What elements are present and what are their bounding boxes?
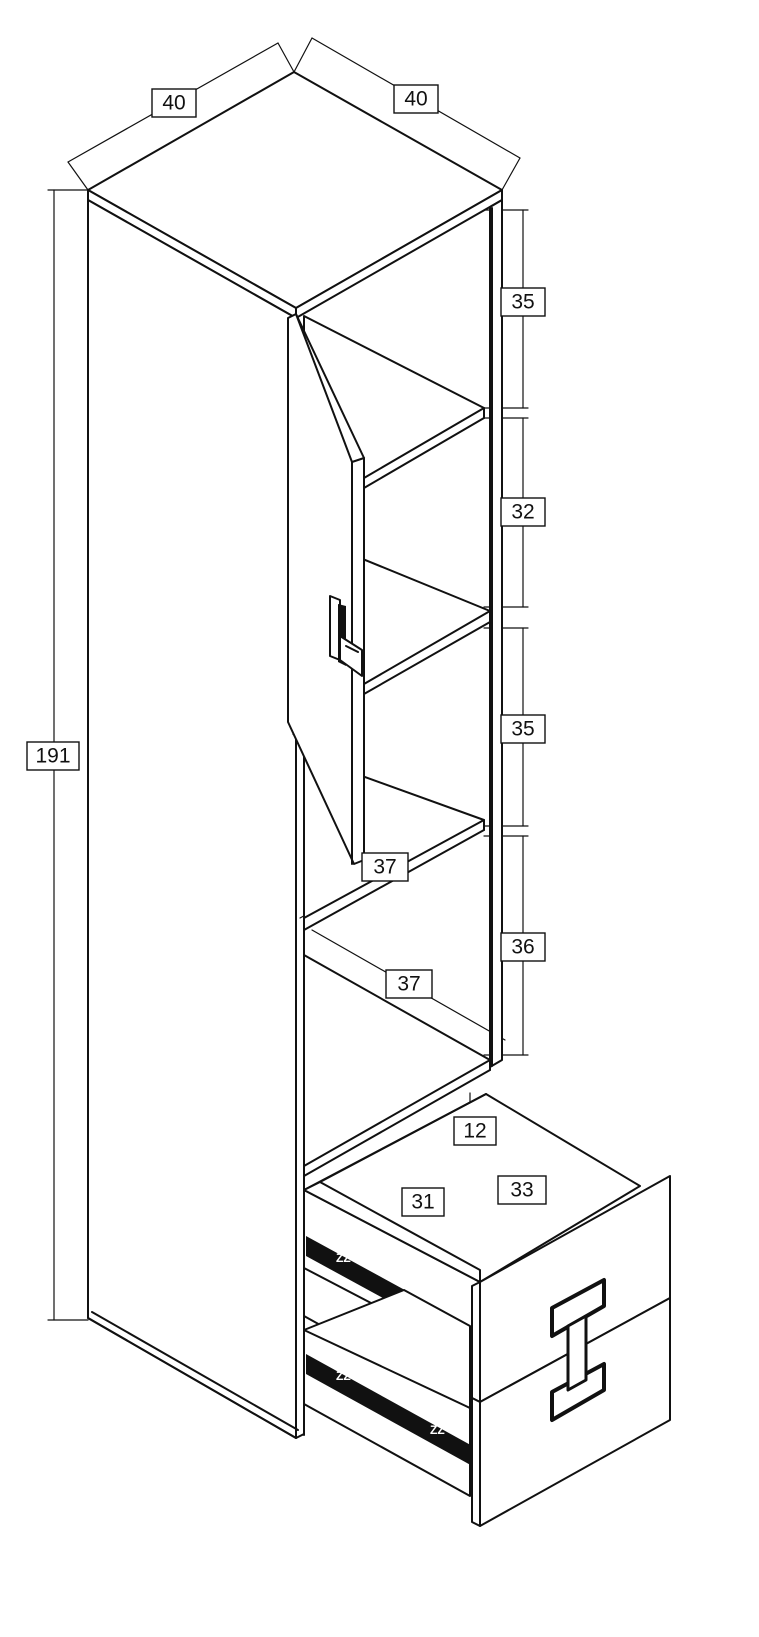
svg-text:33: 33 <box>510 1179 533 1202</box>
drawer-unit: ZZ ZZ ZZ ZZ <box>303 1093 671 1527</box>
dimension-labels: 40 40 191 35 32 35 36 37 <box>26 84 547 1217</box>
svg-text:31: 31 <box>411 1191 434 1214</box>
dim-drawer-height: 12 <box>453 1116 497 1146</box>
dim-shelf-3: 35 <box>500 714 546 744</box>
lower-slide-label-2: ZZ <box>430 1423 445 1437</box>
svg-text:12: 12 <box>463 1120 486 1143</box>
drawer-handle-icon <box>550 1278 606 1422</box>
dim-drawer-inner-width: 31 <box>401 1187 445 1217</box>
svg-text:40: 40 <box>404 88 427 111</box>
open-door <box>287 313 365 865</box>
dim-inner-width-upper: 37 <box>361 852 409 882</box>
door-handle-icon <box>329 595 363 677</box>
svg-text:37: 37 <box>397 973 420 996</box>
svg-text:36: 36 <box>511 936 534 959</box>
dim-shelf-4: 36 <box>500 932 546 962</box>
dim-top-depth: 40 <box>151 88 197 118</box>
svg-text:191: 191 <box>35 745 70 768</box>
cabinet-body <box>87 71 503 1439</box>
dim-top-width: 40 <box>393 84 439 114</box>
svg-text:35: 35 <box>511 718 534 741</box>
lower-drawer-slide: ZZ ZZ <box>306 1354 476 1468</box>
svg-text:32: 32 <box>511 501 534 524</box>
svg-text:37: 37 <box>373 856 396 879</box>
dim-drawer-inner-depth: 33 <box>497 1175 547 1205</box>
dim-overall-height: 191 <box>26 741 80 771</box>
dim-shelf-2: 32 <box>500 497 546 527</box>
dim-inner-width-lower: 37 <box>385 969 433 999</box>
lower-slide-label-1: ZZ <box>336 1369 351 1383</box>
svg-text:40: 40 <box>162 92 185 115</box>
dim-shelf-1: 35 <box>500 287 546 317</box>
upper-slide-label-1: ZZ <box>336 1251 351 1265</box>
svg-text:35: 35 <box>511 291 534 314</box>
